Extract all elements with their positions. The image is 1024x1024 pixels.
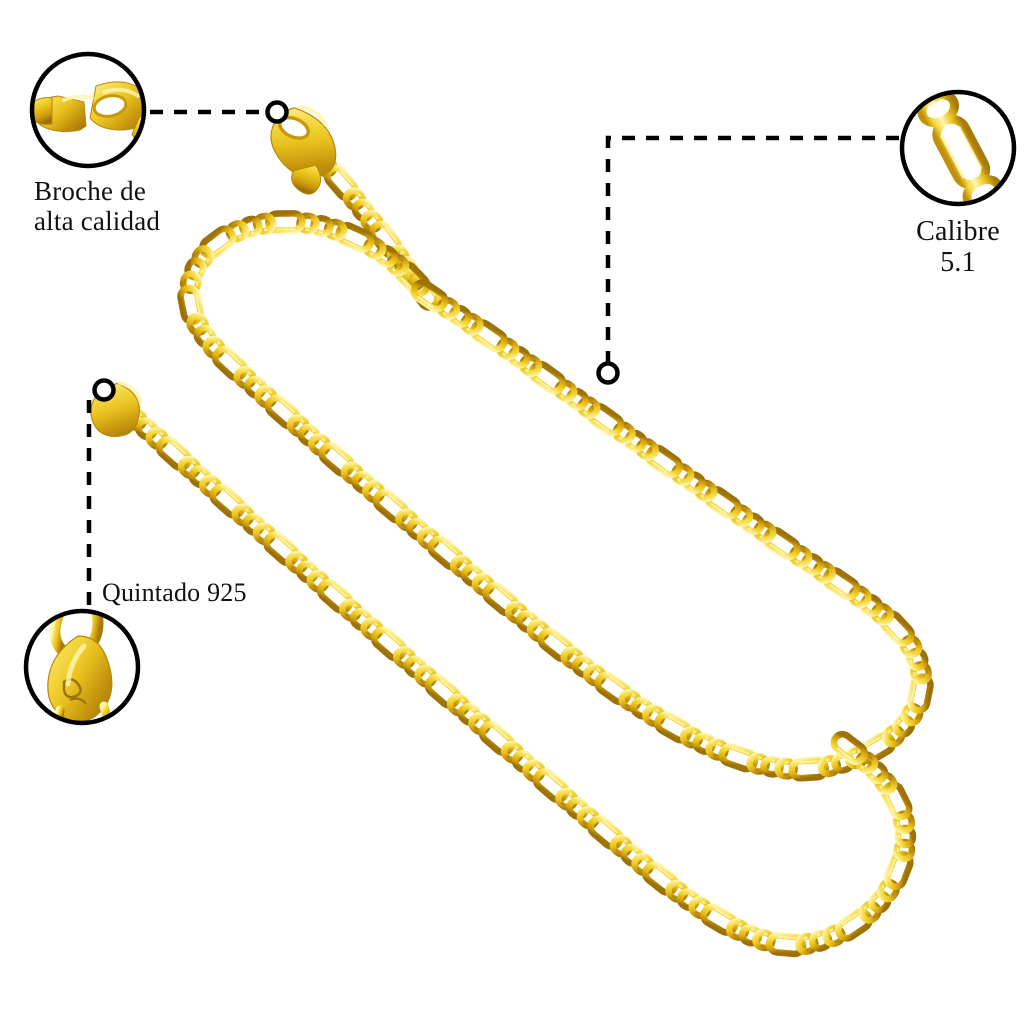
marker-dot-stamp <box>92 378 116 402</box>
chain-link <box>537 627 575 663</box>
callout-label-clasp-line2: alta calidad <box>34 206 161 237</box>
chain-link <box>410 279 449 313</box>
callout-label-clasp-line1: Broche de <box>34 176 147 206</box>
chain-link <box>881 781 913 821</box>
chain-link <box>822 567 861 601</box>
chain-link <box>478 721 516 756</box>
chain-link <box>654 711 693 744</box>
callout-label-gauge-line1: Calibre <box>916 216 1000 247</box>
callout-label-clasp: Broche de alta calidad <box>34 176 160 236</box>
chain-link <box>427 535 465 571</box>
chain-link <box>645 444 683 479</box>
chain-link <box>199 225 237 260</box>
chain-link <box>372 489 410 524</box>
chain-link <box>763 526 801 561</box>
chain-link <box>370 626 408 662</box>
chain-link <box>765 932 807 958</box>
chain-link <box>209 483 246 519</box>
chain-link <box>700 903 739 936</box>
callout-label-stamp-line1: Quintado 925 <box>102 578 247 607</box>
chain-link <box>263 531 300 567</box>
detail-circle-clasp <box>29 51 147 169</box>
chain-link <box>788 756 830 782</box>
chain-link <box>211 345 248 382</box>
chain-link <box>177 284 205 325</box>
chain-link <box>586 402 625 437</box>
chain-link <box>318 442 355 477</box>
chain-link <box>704 486 742 520</box>
chain-link <box>594 671 632 706</box>
chain-link <box>316 578 354 614</box>
chain-link <box>879 610 915 647</box>
chain-link <box>830 730 868 765</box>
marker-dot-clasp <box>265 100 289 124</box>
chain-link <box>834 908 873 942</box>
chain-clasp <box>270 105 337 195</box>
detail-circle-stamp <box>23 608 141 726</box>
callout-label-gauge-line2: 5.1 <box>940 247 976 279</box>
chain-link <box>883 850 914 891</box>
chain-link <box>906 673 934 714</box>
chain-link <box>528 360 567 395</box>
chain-link <box>532 768 570 804</box>
chain-link <box>155 435 193 471</box>
chain-link <box>482 581 520 617</box>
leader-line-gauge <box>605 135 900 364</box>
chain-link <box>424 673 462 709</box>
chain-link <box>587 815 624 850</box>
chain-link <box>718 743 759 773</box>
chain-link <box>642 861 679 896</box>
chain-link <box>335 222 375 253</box>
chain-link <box>470 319 508 353</box>
detail-circle-gauge <box>899 89 1017 207</box>
callout-label-stamp: Quintado 925 <box>102 578 247 607</box>
chain-link <box>265 210 306 234</box>
marker-dot-gauge <box>596 361 620 385</box>
